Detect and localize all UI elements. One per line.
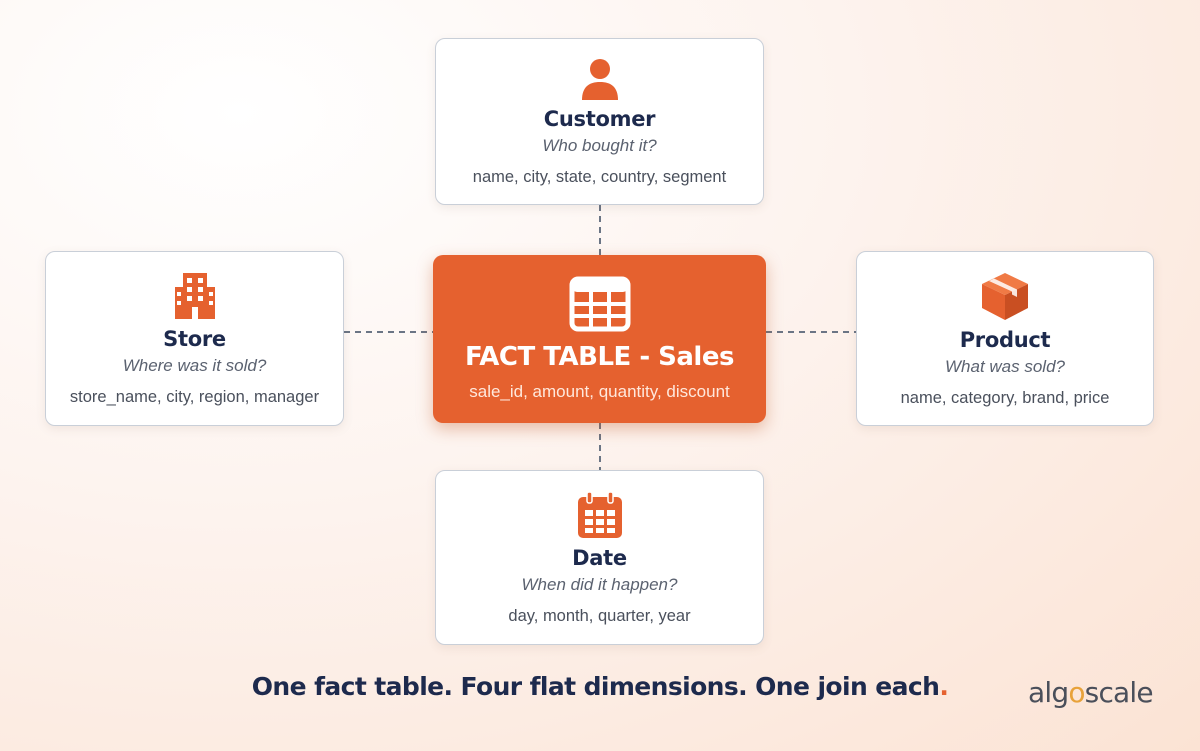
building-icon [173, 271, 217, 321]
store-question: Where was it sold? [122, 355, 267, 375]
fact-title: FACT TABLE - Sales [465, 342, 734, 372]
box-icon [979, 270, 1031, 322]
fact-fields: sale_id, amount, quantity, discount [469, 382, 730, 401]
customer-fields: name, city, state, country, segment [472, 167, 727, 186]
store-dimension-card: Store Where was it sold? store_name, cit… [45, 251, 344, 426]
store-fields: store_name, city, region, manager [69, 387, 320, 406]
customer-dimension-card: Customer Who bought it? name, city, stat… [435, 38, 764, 205]
customer-question: Who bought it? [542, 135, 657, 155]
product-dimension-card: Product What was sold? name, category, b… [856, 251, 1154, 426]
calendar-icon [575, 490, 625, 540]
product-title: Product [959, 327, 1051, 352]
tagline: One fact table. Four flat dimensions. On… [0, 672, 1200, 701]
fact-table-card: FACT TABLE - Sales sale_id, amount, quan… [433, 255, 766, 423]
customer-title: Customer [543, 106, 656, 131]
tagline-text: One fact table. Four flat dimensions. On… [251, 672, 940, 701]
algoscale-logo: algoscale [1028, 676, 1154, 709]
date-title: Date [572, 545, 627, 570]
store-title: Store [163, 326, 226, 351]
tagline-period: . [939, 672, 949, 701]
product-fields: name, category, brand, price [900, 388, 1110, 407]
product-question: What was sold? [945, 356, 1065, 376]
date-fields: day, month, quarter, year [508, 606, 691, 625]
person-icon [580, 57, 620, 101]
date-question: When did it happen? [521, 574, 678, 594]
table-grid-icon [569, 276, 631, 332]
date-dimension-card: Date When did it happen? day, month, qua… [435, 470, 764, 645]
